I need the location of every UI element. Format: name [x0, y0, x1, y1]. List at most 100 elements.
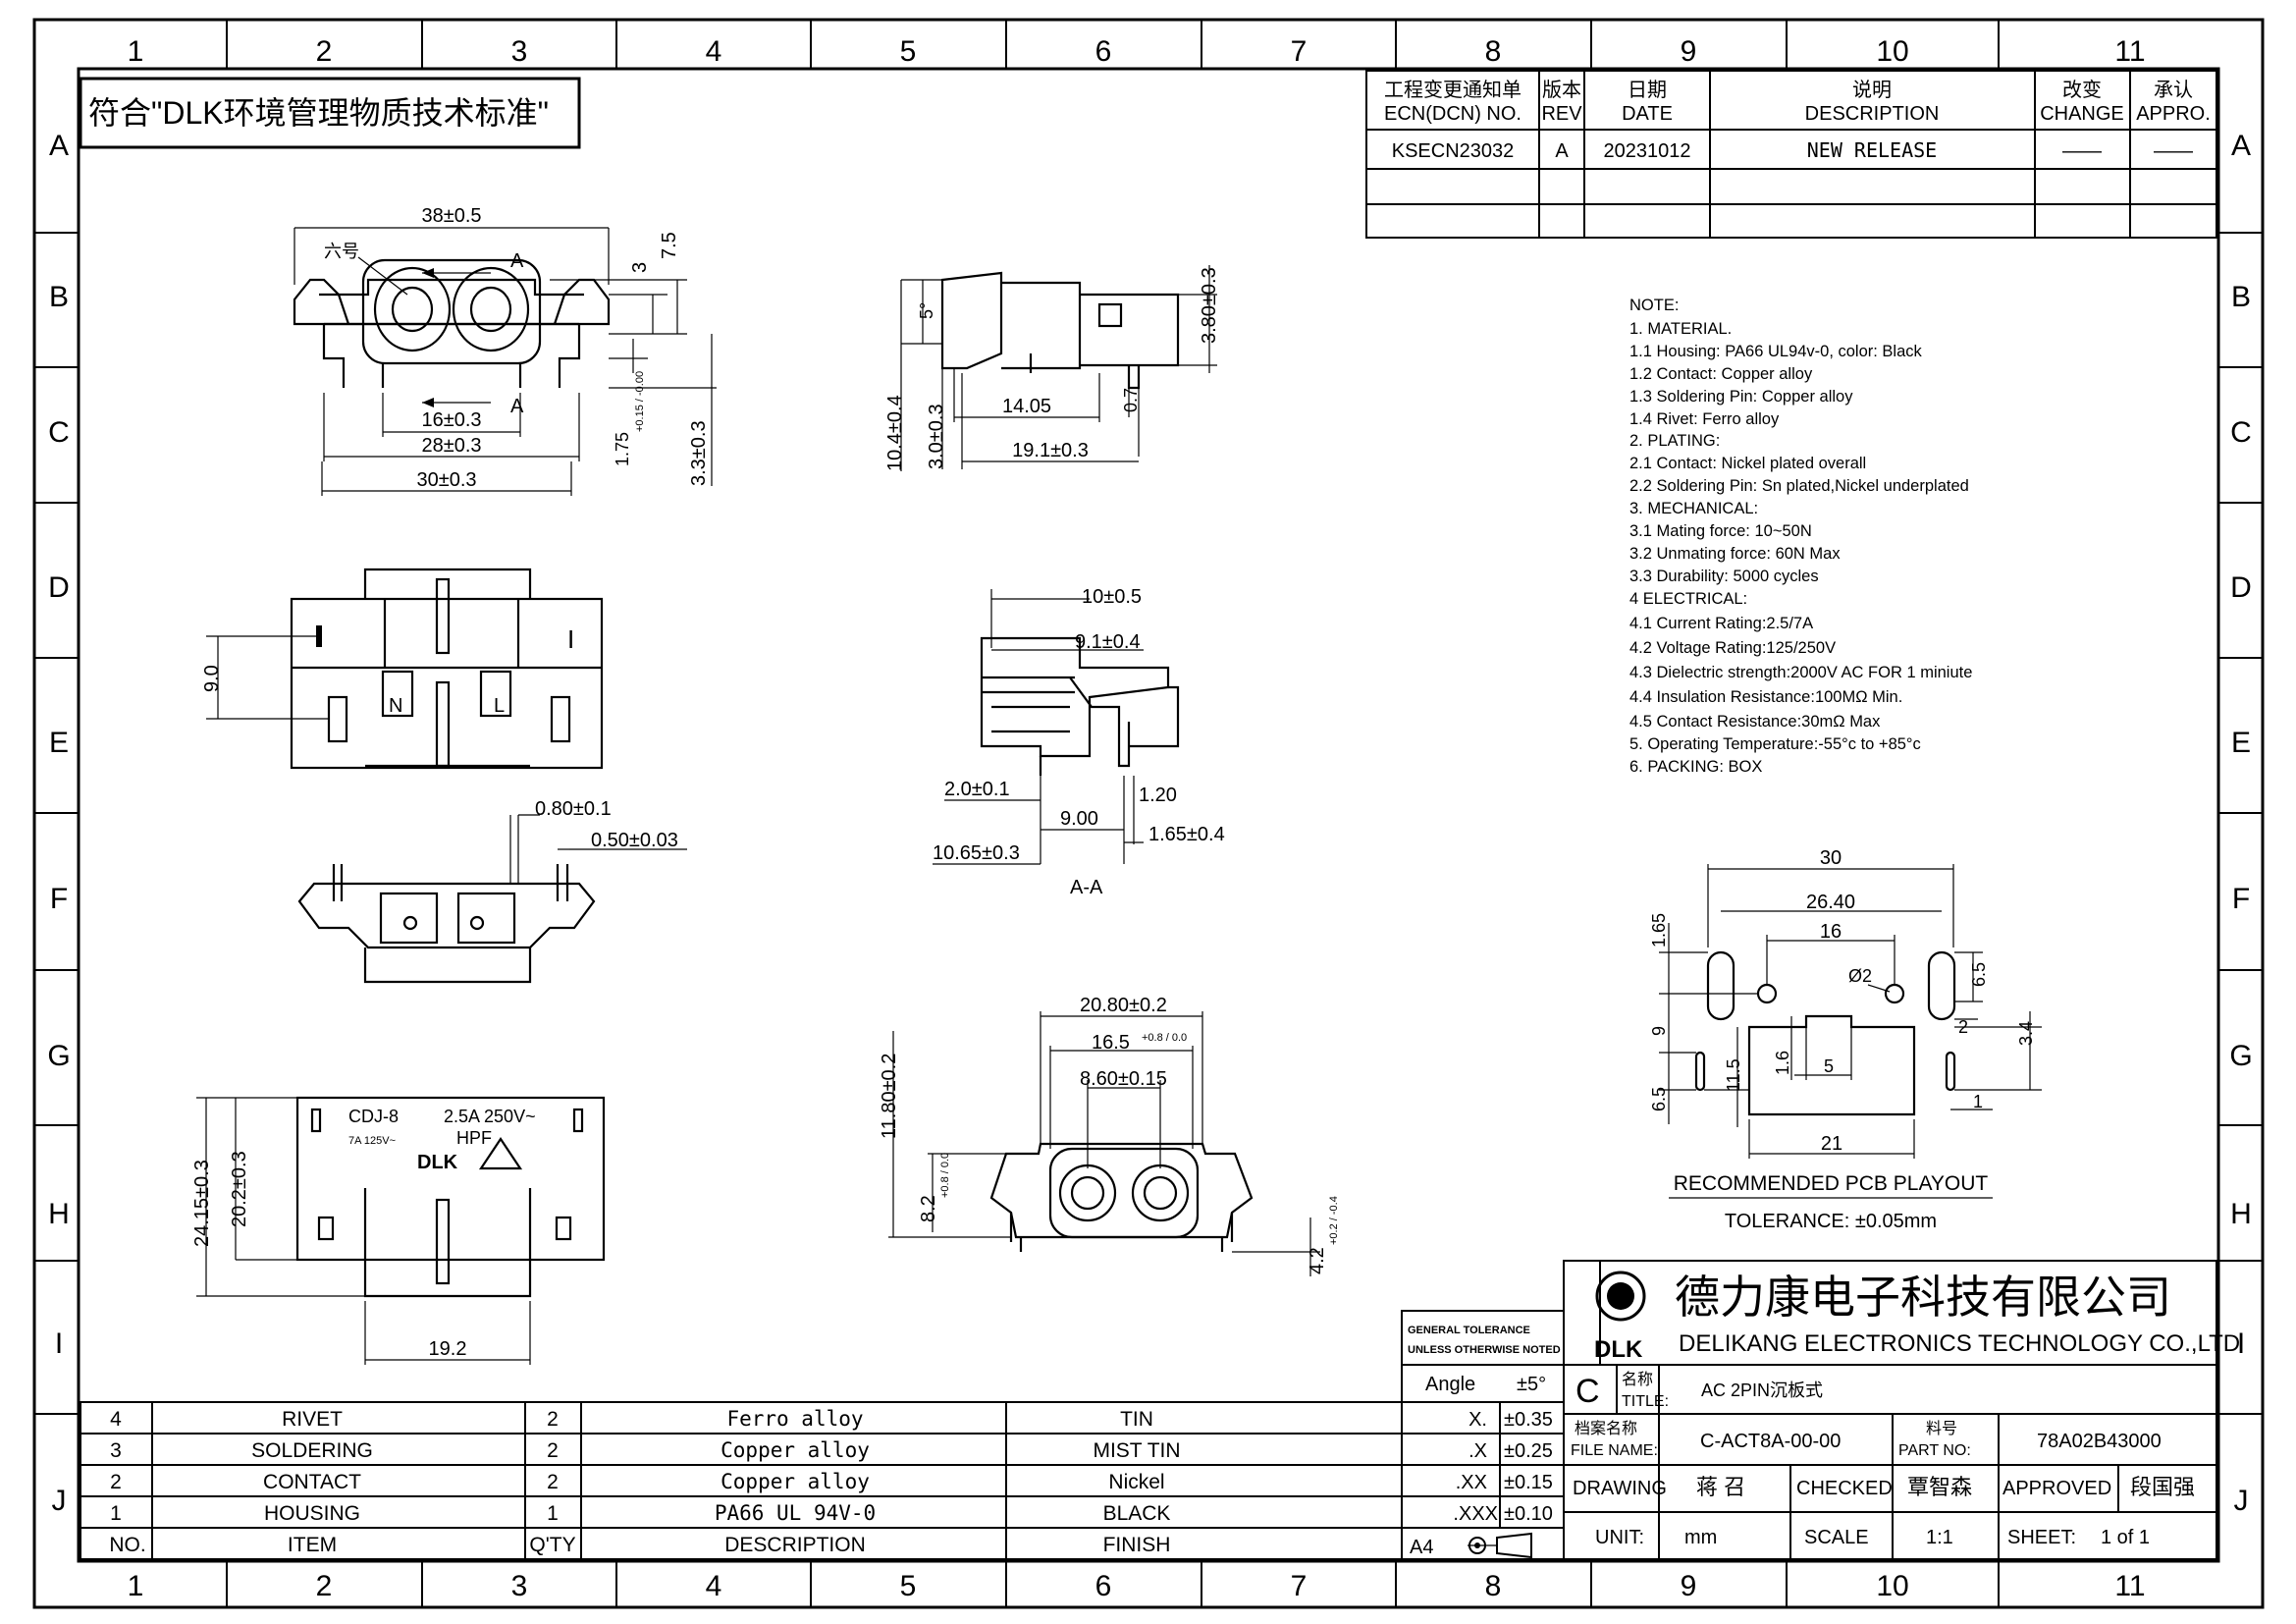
approved-by: 段国强: [2130, 1475, 2195, 1499]
col-label-top: 1: [128, 35, 144, 68]
col-label-bottom: 5: [900, 1570, 917, 1602]
label-rating: 2.5A 250V~: [444, 1107, 536, 1126]
tol-key: X.: [1468, 1409, 1487, 1431]
company-name-en: DELIKANG ELECTRONICS TECHNOLOGY CO.,LTD: [1679, 1330, 2240, 1357]
rev-date: 20231012: [1604, 140, 1691, 162]
bom-header-no: NO.: [109, 1534, 145, 1556]
inner-border: [77, 67, 2220, 1563]
bom-finish: Nickel: [1108, 1471, 1164, 1493]
rear-view: 20.80±0.2 16.5 +0.8 / 0.0 8.60±0.15 11.8…: [879, 995, 1340, 1276]
row-label-right: D: [2230, 571, 2252, 604]
bom-finish: TIN: [1120, 1408, 1153, 1431]
dim-9-1: 9.1±0.4: [1075, 631, 1141, 653]
bom-item: CONTACT: [263, 1471, 361, 1493]
part-label-en: PART NO:: [1898, 1442, 1971, 1459]
dim-10-4: 10.4±0.4: [884, 395, 906, 471]
row-label-left: B: [49, 281, 69, 313]
company-name-cn: 德力康电子科技有限公司: [1675, 1272, 2171, 1323]
dim-10-65: 10.65±0.3: [933, 842, 1020, 864]
bom-description: PA66 UL 94V-0: [715, 1501, 876, 1525]
compliance-banner: [79, 77, 581, 149]
file-label-en: FILE NAME:: [1571, 1442, 1658, 1459]
dim-20-80: 20.80±0.2: [1080, 995, 1167, 1016]
rev-header-rev-en: REV: [1541, 103, 1582, 125]
col-label-bottom: 7: [1291, 1570, 1308, 1602]
note-line: 3.3 Durability: 5000 cycles: [1629, 568, 1819, 585]
bom-item: SOLDERING: [251, 1439, 373, 1462]
front-view: 38±0.5 六号 A A 3 7.5 16±0.3 28±0.3 30±0.3…: [293, 205, 717, 496]
section-a-bottom: A: [510, 396, 524, 417]
bom-qty: 1: [547, 1502, 559, 1525]
bom-qty: 2: [547, 1471, 559, 1493]
label-cdj: CDJ-8: [348, 1107, 399, 1126]
note-line: 1.1 Housing: PA66 UL94v-0, color: Black: [1629, 343, 1923, 360]
rev-appro: ——: [2154, 140, 2193, 162]
col-label-bottom: 9: [1681, 1570, 1697, 1602]
rev-header-rev-cn: 版本: [1542, 79, 1581, 101]
pcb-dim-6-5b: 6.5: [1969, 962, 1989, 987]
row-label-left: F: [50, 883, 68, 915]
row-label-right: F: [2232, 883, 2250, 915]
col-label-top: 5: [900, 35, 917, 68]
bom-no: 3: [110, 1439, 122, 1462]
row-label-left: C: [48, 416, 70, 449]
paper-size: A4: [1410, 1537, 1433, 1558]
bom-finish: BLACK: [1103, 1502, 1171, 1525]
bom-qty: 2: [547, 1408, 559, 1431]
col-label-top: 6: [1095, 35, 1112, 68]
rev-change: ——: [2062, 140, 2102, 162]
outer-border: [32, 18, 2265, 1609]
rev-header-change-en: CHANGE: [2040, 103, 2124, 125]
pcb-dim-21: 21: [1821, 1133, 1842, 1155]
dim-4-2: 4.2: [1307, 1247, 1328, 1274]
drawing-title: AC 2PIN沉板式: [1701, 1380, 1823, 1400]
col-label-top: 10: [1876, 35, 1908, 68]
col-label-top: 4: [706, 35, 722, 68]
dim-8-2: 8.2: [918, 1195, 939, 1222]
part-label-cn: 料号: [1926, 1420, 1957, 1437]
notes-block: NOTE: 1. MATERIAL. 1.1 Housing: PA66 UL9…: [1629, 297, 1972, 776]
note-line: 5. Operating Temperature:-55°c to +85°c: [1629, 735, 1921, 753]
tol-title2: UNLESS OTHERWISE NOTED: [1408, 1344, 1561, 1356]
unit-label: UNIT:: [1595, 1527, 1644, 1548]
row-label-left: A: [49, 130, 69, 162]
row-label-right: J: [2234, 1485, 2249, 1517]
dim-3-3: 3.3±0.3: [688, 420, 710, 486]
row-label-left: D: [48, 571, 70, 604]
dim-0-7: 0.7: [1121, 388, 1141, 412]
col-label-bottom: 11: [2114, 1570, 2145, 1602]
tol-angle-key: Angle: [1425, 1374, 1475, 1395]
bom-header-item: ITEM: [288, 1534, 337, 1556]
dim-16-5-tol: +0.8 / 0.0: [1142, 1032, 1187, 1044]
dim-16: 16±0.3: [421, 409, 481, 431]
note-line: 1.2 Contact: Copper alloy: [1629, 365, 1813, 383]
bom-description: Ferro alloy: [726, 1407, 863, 1431]
projection-symbol-icon: [1468, 1532, 1532, 1559]
dim-2-0: 2.0±0.1: [944, 779, 1010, 800]
label-view: CDJ-8 2.5A 250V~ 7A 125V~ HPF DLK 24.15±…: [191, 1096, 606, 1365]
dim-38: 38±0.5: [421, 205, 481, 227]
pin-label-n: N: [389, 695, 402, 717]
rev-header-ecn-en: ECN(DCN) NO.: [1384, 103, 1522, 125]
row-label-right: G: [2229, 1040, 2252, 1072]
row-label-left: G: [47, 1040, 70, 1072]
col-label-bottom: 2: [316, 1570, 333, 1602]
bom-header-description: DESCRIPTION: [724, 1534, 866, 1556]
dim-4-2-tol: +0.2 / -0.4: [1328, 1196, 1340, 1245]
pcb-dim-1-65: 1.65: [1649, 913, 1669, 947]
note-line: 4 ELECTRICAL:: [1629, 590, 1747, 608]
dim-3: 3: [629, 262, 651, 273]
rev-rev: A: [1555, 140, 1569, 162]
pcb-dim-26-40: 26.40: [1806, 892, 1855, 913]
bom-description: Copper alloy: [721, 1470, 870, 1493]
label-dlk: DLK: [417, 1152, 458, 1173]
rev-description: NEW RELEASE: [1807, 138, 1937, 162]
bom-header-qty: Q'TY: [529, 1534, 575, 1556]
pcb-dim-9: 9: [1649, 1026, 1669, 1036]
dim-0-80: 0.80±0.1: [535, 798, 612, 820]
col-label-bottom: 1: [128, 1570, 144, 1602]
scale-label: SCALE: [1804, 1527, 1869, 1548]
top-view: I N L 9.0: [201, 568, 604, 770]
pcb-dim-1-6: 1.6: [1773, 1051, 1792, 1075]
